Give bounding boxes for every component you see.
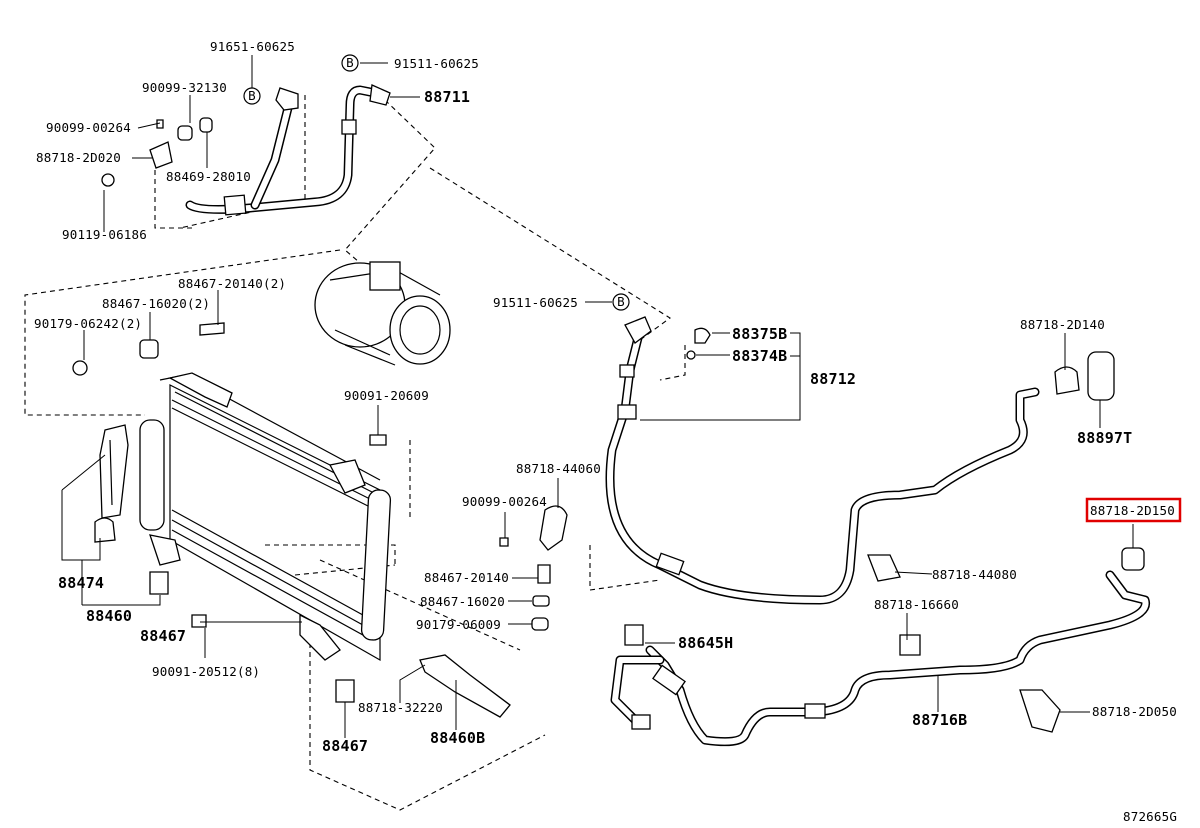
label-88460: 88460 xyxy=(86,607,132,625)
small-parts xyxy=(72,117,1145,733)
label-88467-20140-2: 88467-20140(2) xyxy=(178,276,286,291)
label-90091-20512-8: 90091-20512(8) xyxy=(152,664,260,679)
label-88467-16020-2: 88467-16020(2) xyxy=(102,296,210,311)
label-90091-20609: 90091-20609 xyxy=(344,388,429,403)
label-88718-2D140: 88718-2D140 xyxy=(1020,317,1105,332)
leader-lines xyxy=(61,55,1134,738)
marker-b-text: B xyxy=(248,88,256,103)
diagram-id: 872665G xyxy=(1123,809,1177,824)
label-88718-44060: 88718-44060 xyxy=(516,461,601,476)
pipe-88712 xyxy=(605,316,1040,605)
label-88718-2D050: 88718-2D050 xyxy=(1092,704,1177,719)
label-88645H: 88645H xyxy=(678,634,733,652)
marker-b-mid: B xyxy=(612,293,630,311)
label-91511-60625-mid: 91511-60625 xyxy=(493,295,578,310)
label-91651-60625: 91651-60625 xyxy=(210,39,295,54)
label-88718-16660: 88718-16660 xyxy=(874,597,959,612)
receiver-88474 xyxy=(94,424,129,543)
condenser-core xyxy=(139,372,392,662)
label-90119-06186: 90119-06186 xyxy=(62,227,147,242)
label-88467-b: 88467 xyxy=(322,737,368,755)
label-88718-44080: 88718-44080 xyxy=(932,567,1017,582)
label-90099-32130: 90099-32130 xyxy=(142,80,227,95)
marker-b-text: B xyxy=(346,55,354,70)
highlight-box xyxy=(1085,497,1182,523)
label-88467-16020: 88467-16020 xyxy=(420,594,505,609)
label-90179-06009: 90179-06009 xyxy=(416,617,501,632)
label-88712: 88712 xyxy=(810,370,856,388)
label-90099-00264-b: 90099-00264 xyxy=(462,494,547,509)
label-88718-2D020: 88718-2D020 xyxy=(36,150,121,165)
pipe-88711 xyxy=(185,84,391,216)
compressor xyxy=(314,261,451,366)
label-88711: 88711 xyxy=(424,88,470,106)
label-88718-2D150: 88718-2D150 xyxy=(1090,503,1175,518)
label-88375B: 88375B xyxy=(732,325,787,343)
label-88469-28010: 88469-28010 xyxy=(166,169,251,184)
label-88718-32220: 88718-32220 xyxy=(358,700,443,715)
label-91511-60625-top: 91511-60625 xyxy=(394,56,479,71)
label-88374B: 88374B xyxy=(732,347,787,365)
pipe-88716B xyxy=(610,570,1150,747)
label-90099-00264-a: 90099-00264 xyxy=(46,120,131,135)
label-88897T: 88897T xyxy=(1077,429,1132,447)
part-labels: 91651-60625 91511-60625 88711 90099-3213… xyxy=(34,39,1182,824)
label-88467-a: 88467 xyxy=(140,627,186,645)
label-88474: 88474 xyxy=(58,574,104,592)
label-88460B: 88460B xyxy=(430,729,485,747)
marker-b-text: B xyxy=(617,294,625,309)
label-90179-06242-2: 90179-06242(2) xyxy=(34,316,142,331)
marker-b-top-left: B xyxy=(243,87,261,105)
label-88467-20140: 88467-20140 xyxy=(424,570,509,585)
label-88716B: 88716B xyxy=(912,711,967,729)
marker-b-top: B xyxy=(341,54,359,72)
